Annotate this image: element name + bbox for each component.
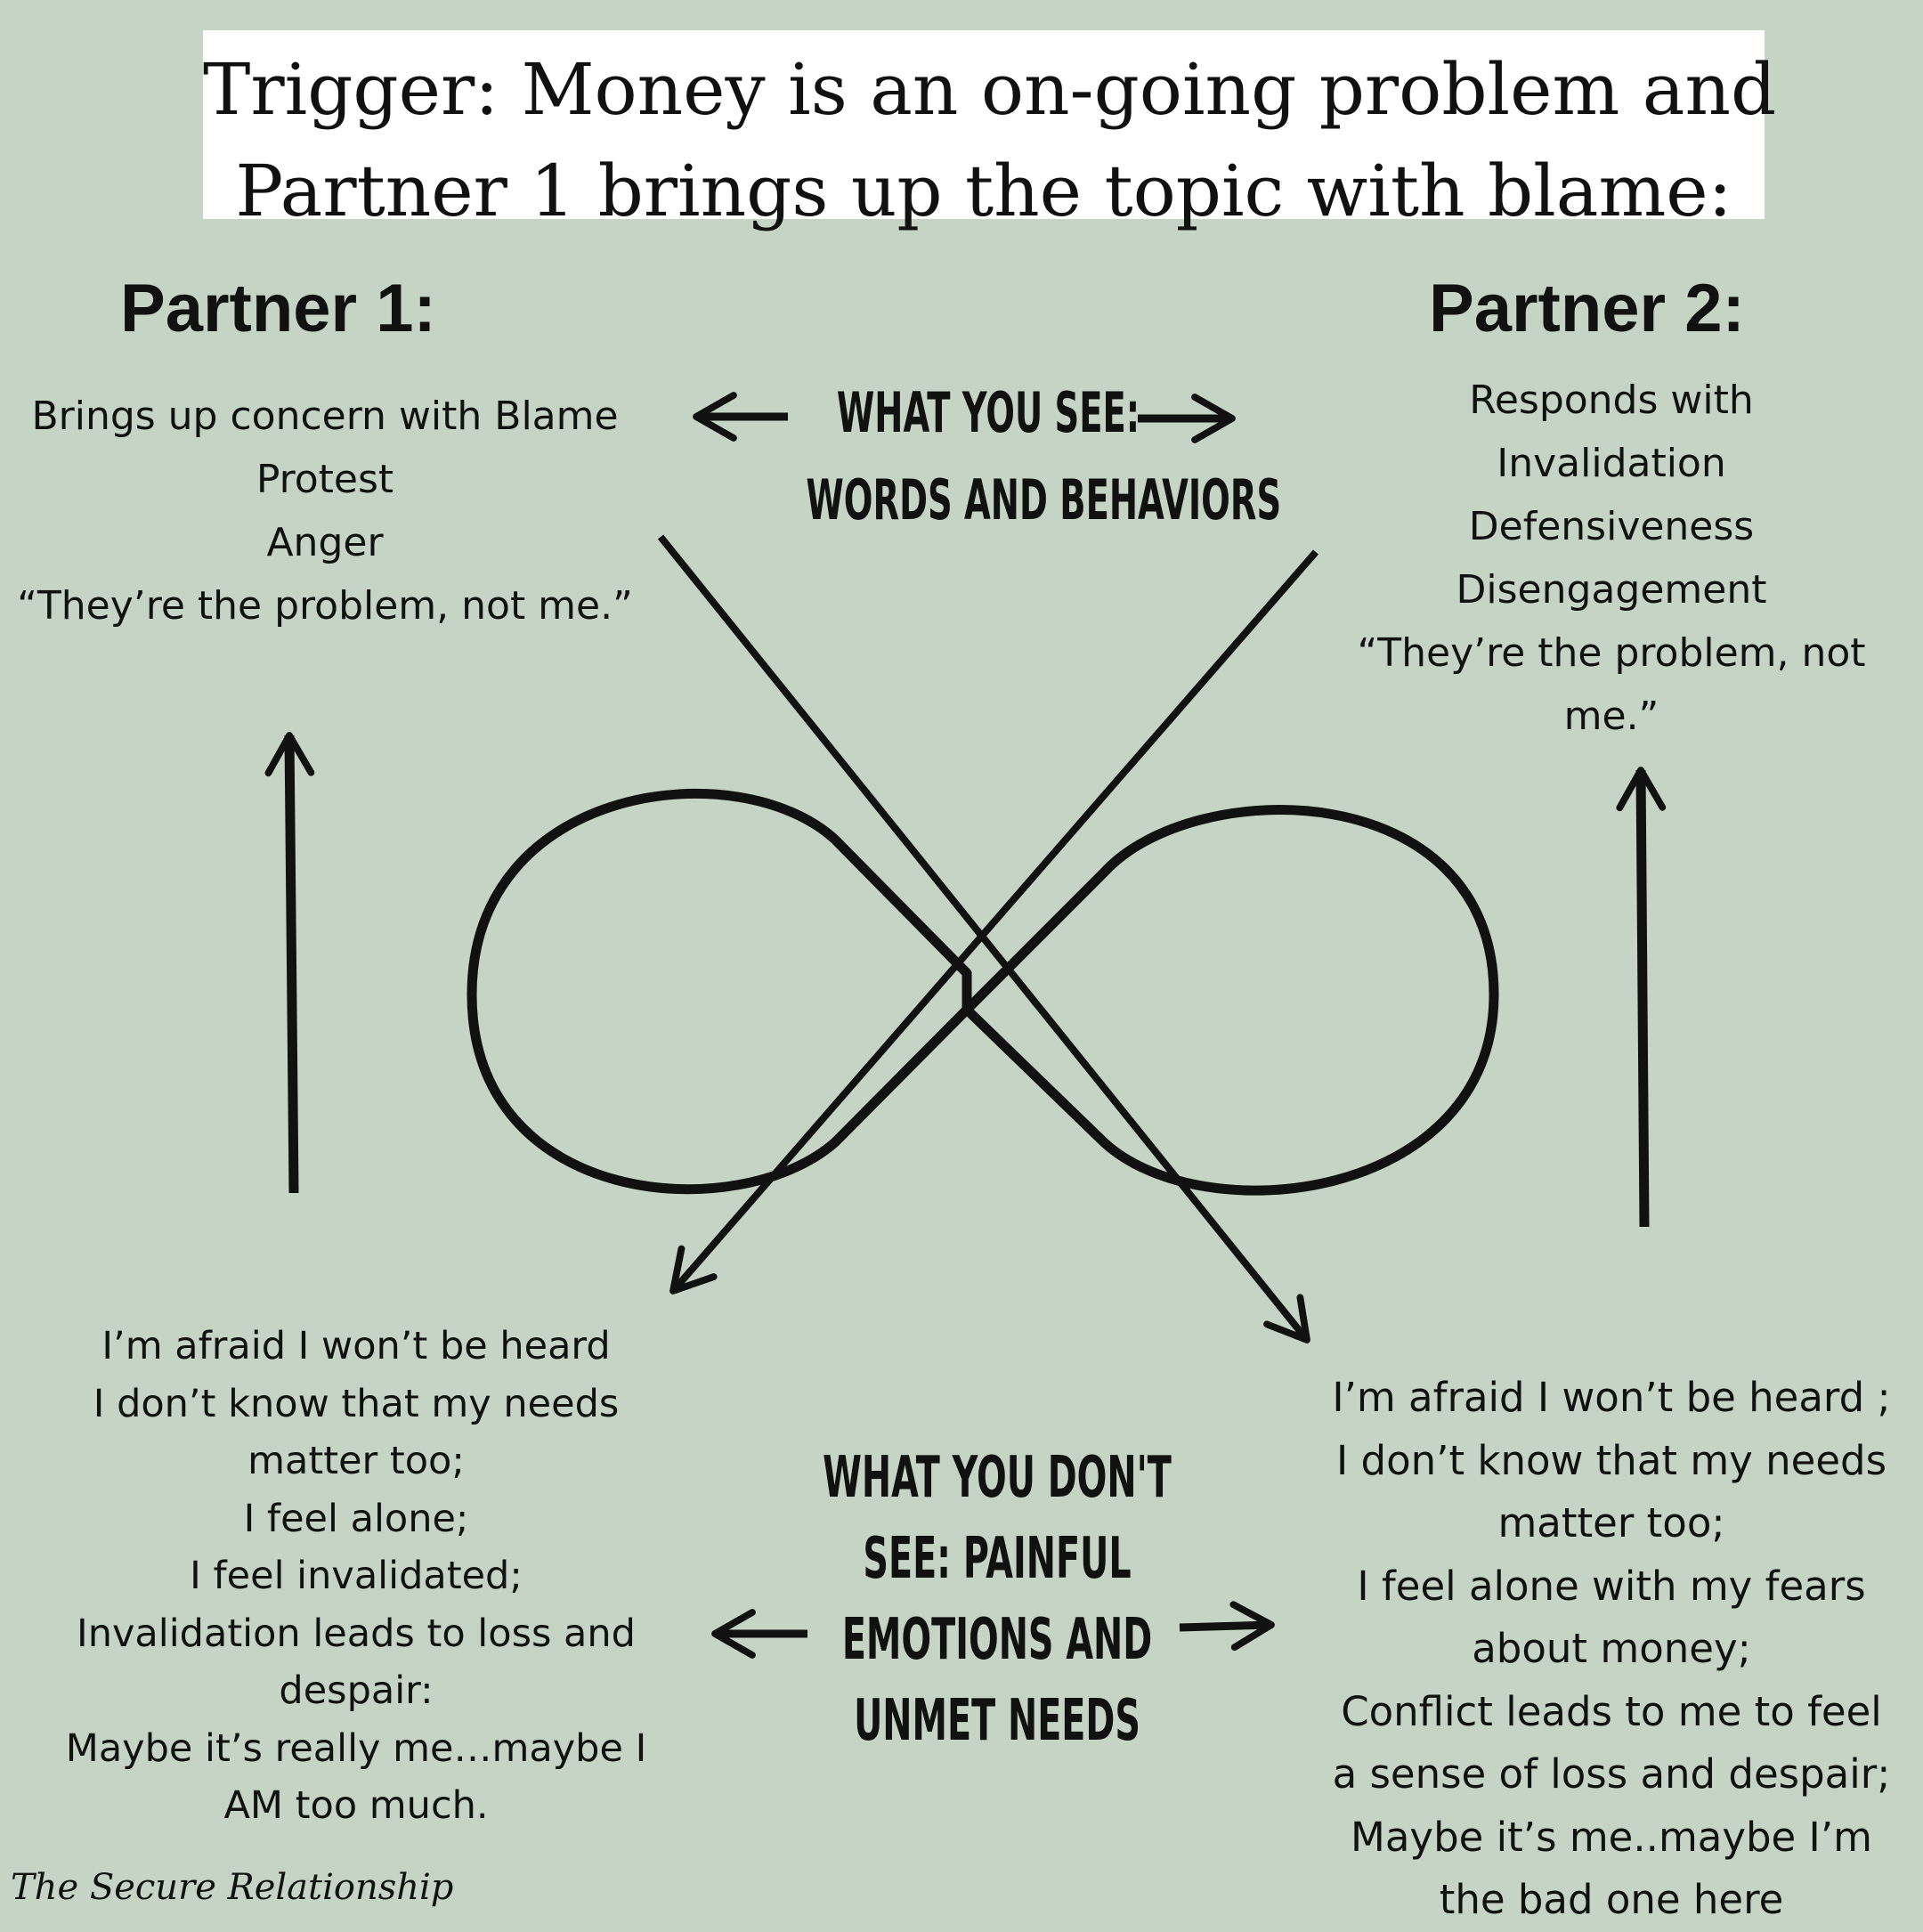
partner-2-behaviors: Responds with Invalidation Defensiveness…: [1318, 369, 1905, 748]
what-you-see-line-1: WHAT YOU SEE:: [836, 380, 1140, 445]
feeling-line: I don’t know that my needs: [93, 1381, 620, 1426]
up-arrow-partner-2: [1616, 767, 1667, 1228]
trigger-title: Trigger: Money is an on-going problem an…: [203, 30, 1777, 232]
feeling-line: I feel alone;: [243, 1496, 469, 1541]
arrow-right-dontsee: [1179, 1601, 1275, 1652]
partner-2-heading: Partner 2:: [1429, 271, 1745, 346]
feeling-line: I’m afraid I won’t be heard: [101, 1324, 611, 1368]
partner-1-behaviors: Brings up concern with Blame Protest Ang…: [0, 385, 650, 637]
what-you-dont-see-line: UNMET NEEDS: [854, 1688, 1140, 1754]
feeling-line: Conflict leads to me to feel: [1341, 1687, 1882, 1735]
cross-arrow-right-to-left: [669, 549, 1319, 1295]
feeling-line: AM too much.: [223, 1783, 489, 1828]
partner-1-feelings: I’m afraid I won’t be heard I don’t know…: [36, 1318, 677, 1835]
feeling-line: matter too;: [247, 1439, 465, 1483]
behavior-line: Invalidation: [1497, 441, 1726, 486]
feeling-line: a sense of loss and despair;: [1332, 1750, 1891, 1798]
behavior-line: Disengagement: [1456, 567, 1767, 613]
infinity-loop: [467, 788, 1499, 1196]
behavior-line: Responds with: [1469, 377, 1754, 423]
feeling-line: matter too;: [1497, 1499, 1725, 1546]
behavior-line: me.”: [1563, 694, 1659, 739]
behavior-line: “They’re the problem, not me.”: [17, 583, 633, 629]
feeling-line: despair:: [279, 1668, 434, 1713]
behavior-line: Defensiveness: [1468, 504, 1755, 549]
feeling-line: the bad one here: [1439, 1876, 1784, 1923]
feeling-line: I feel invalidated;: [190, 1554, 523, 1598]
feeling-line: I feel alone with my fears: [1357, 1562, 1866, 1610]
feeling-line: I don’t know that my needs: [1335, 1436, 1887, 1484]
feeling-line: Maybe it’s really me…maybe I: [65, 1725, 647, 1771]
behavior-line: Anger: [266, 520, 384, 565]
up-arrow-partner-1: [264, 732, 315, 1194]
behavior-line: Protest: [256, 457, 394, 502]
behavior-line: “They’re the problem, not: [1357, 630, 1866, 676]
feeling-line: about money;: [1472, 1625, 1751, 1672]
what-you-dont-see-label: WHAT YOU DON'T SEE: PAINFUL EMOTIONS AND…: [821, 1438, 1174, 1762]
trigger-title-line-2: Partner 1 brings up the topic with blame…: [235, 150, 1732, 232]
partner-2-feelings: I’m afraid I won’t be heard ; I don’t kn…: [1300, 1367, 1923, 1932]
what-you-dont-see-line: EMOTIONS AND: [841, 1607, 1153, 1673]
brand-name: The Secure Relationship: [11, 1867, 454, 1908]
behavior-line: Brings up concern with Blame: [31, 394, 619, 439]
feeling-line: Invalidation leads to loss and: [77, 1611, 636, 1656]
what-you-dont-see-line: SEE: PAINFUL: [863, 1526, 1132, 1592]
brand-logo: The Secure Relationship: [4, 1861, 453, 1914]
what-you-dont-see-line: WHAT YOU DON'T: [823, 1445, 1172, 1511]
feeling-line: Maybe it’s me..maybe I’m: [1351, 1813, 1872, 1861]
partner-1-heading: Partner 1:: [120, 271, 436, 346]
trigger-title-line-1: Trigger: Money is an on-going problem an…: [203, 48, 1777, 131]
feeling-line: I’m afraid I won’t be heard ;: [1332, 1374, 1891, 1421]
